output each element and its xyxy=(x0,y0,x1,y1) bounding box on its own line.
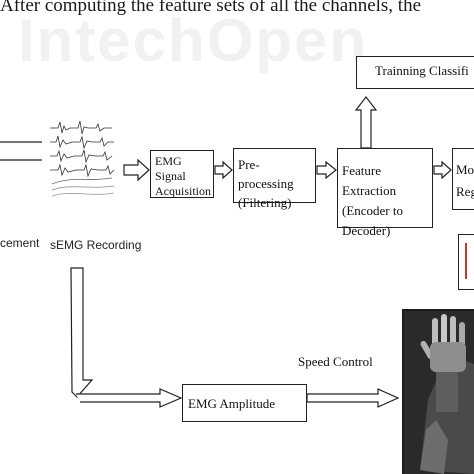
arrow-to-amplitude-horizontal xyxy=(76,388,183,408)
emg-amplitude-box: EMG Amplitude xyxy=(182,384,307,422)
preprocessing-label-line2: (Filtering) xyxy=(238,195,292,210)
acquisition-label-line2: Acquisition xyxy=(155,184,211,198)
arrow-recording-to-amplitude xyxy=(70,267,94,398)
arrow-amplitude-to-hand xyxy=(306,388,400,408)
acquisition-label-line1: EMG Signal xyxy=(155,154,186,183)
training-classifier-label: Trainning Classifi xyxy=(375,63,469,78)
arrow-feature-to-motion xyxy=(433,160,452,180)
feature-extraction-box: Feature Extraction (Encoder to Decoder) xyxy=(337,148,433,238)
preprocessing-label-line1: Pre-processing xyxy=(238,157,294,191)
preprocessing-box: Pre-processing (Filtering) xyxy=(233,148,316,210)
arrow-acquisition-to-preprocessing xyxy=(214,160,233,180)
motion-label-line1: Mot xyxy=(456,162,474,177)
output-box-partial xyxy=(458,234,474,290)
arrow-waveform-to-acquisition xyxy=(123,158,150,182)
emg-amplitude-label: EMG Amplitude xyxy=(188,396,276,411)
semg-recording-label: sEMG Recording xyxy=(50,238,142,252)
semg-waveform-icon xyxy=(50,120,115,197)
robotic-hand-image xyxy=(402,309,474,474)
feature-label-line3: Decoder) xyxy=(342,223,391,238)
training-classifier-box: Trainning Classifi xyxy=(356,56,474,89)
motion-recognition-box: Mot Reg xyxy=(452,148,474,210)
placement-label: cement xyxy=(0,236,40,250)
speed-control-label: Speed Control xyxy=(298,354,373,369)
feature-label-line2: (Encoder to xyxy=(342,203,404,218)
output-box-mark xyxy=(465,243,467,279)
motion-label-line2: Reg xyxy=(456,184,474,199)
arrow-preprocessing-to-feature xyxy=(316,160,337,180)
figure-caption: After computing the feature sets of all … xyxy=(0,0,422,16)
arrow-feature-to-training xyxy=(354,96,378,149)
emg-signal-acquisition-box: EMG Signal Acquisition xyxy=(150,150,214,198)
watermark-text: IntechOpen xyxy=(18,7,369,74)
feature-label-line1: Feature Extraction xyxy=(342,163,397,198)
